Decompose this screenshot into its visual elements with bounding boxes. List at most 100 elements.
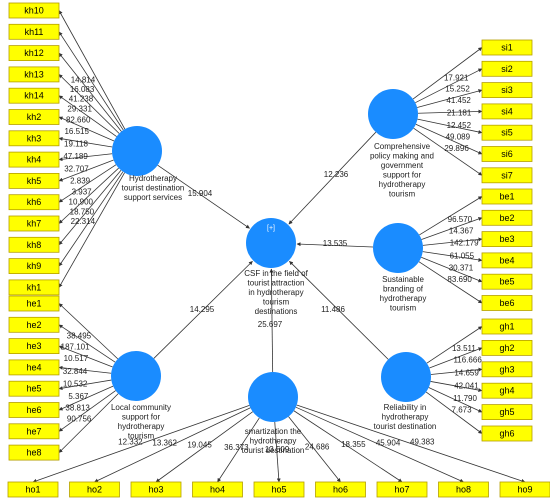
indicator-gh3[interactable]: gh3 bbox=[481, 361, 533, 378]
indicator-be3[interactable]: be3 bbox=[481, 231, 533, 248]
loading-arrow-ho7 bbox=[293, 410, 403, 483]
indicator-ho9[interactable]: ho9 bbox=[499, 481, 550, 498]
construct-label-line: government bbox=[381, 161, 424, 170]
indicator-ho6[interactable]: ho6 bbox=[315, 481, 366, 498]
construct-label-line: hydrotherapy bbox=[380, 294, 427, 303]
construct-hts[interactable] bbox=[112, 126, 162, 176]
indicator-si1[interactable]: si1 bbox=[481, 39, 533, 56]
construct-smart[interactable] bbox=[248, 372, 298, 422]
loading-arrow-kh11 bbox=[58, 31, 124, 131]
indicator-kh4[interactable]: kh4 bbox=[8, 151, 60, 168]
indicator-he3[interactable]: he3 bbox=[8, 338, 60, 355]
indicator-be2[interactable]: be2 bbox=[481, 209, 533, 226]
indicator-he8[interactable]: he8 bbox=[8, 444, 60, 461]
indicator-si6[interactable]: si6 bbox=[481, 146, 533, 162]
construct-lcs[interactable] bbox=[111, 351, 161, 401]
loading-arrow-kh12 bbox=[58, 52, 122, 132]
construct-label-line: tourist destination bbox=[122, 184, 185, 193]
loading-value-ho1: 12.332 bbox=[118, 438, 143, 447]
construct-circle bbox=[381, 352, 431, 402]
indicator-he7[interactable]: he7 bbox=[8, 423, 60, 440]
indicator-kh9[interactable]: kh9 bbox=[8, 258, 60, 275]
indicator-gh5[interactable]: gh5 bbox=[481, 404, 533, 421]
construct-label-line: hydrotherapy bbox=[250, 437, 297, 446]
indicator-gh4[interactable]: gh4 bbox=[481, 382, 533, 399]
indicator-kh11[interactable]: kh11 bbox=[8, 23, 60, 40]
indicator-ho3[interactable]: ho3 bbox=[130, 481, 182, 498]
indicator-kh12[interactable]: kh12 bbox=[8, 45, 60, 61]
loading-arrow-kh9 bbox=[58, 171, 124, 267]
indicator-kh5[interactable]: kh5 bbox=[8, 172, 60, 189]
indicator-kh10[interactable]: kh10 bbox=[8, 2, 60, 19]
indicator-box bbox=[481, 273, 533, 290]
indicator-gh1[interactable]: gh1 bbox=[481, 318, 533, 335]
loading-value-kh10: 14.814 bbox=[71, 75, 96, 84]
construct-circle bbox=[246, 218, 296, 268]
loading-arrow-si5 bbox=[417, 118, 483, 134]
construct-sb[interactable] bbox=[373, 223, 423, 273]
indicator-box bbox=[192, 481, 243, 498]
indicator-kh1[interactable]: kh1 bbox=[8, 279, 60, 296]
indicator-box bbox=[481, 39, 533, 56]
indicator-be1[interactable]: be1 bbox=[481, 188, 533, 205]
indicator-label: ho2 bbox=[87, 485, 102, 495]
loading-value-be6: 83.690 bbox=[447, 275, 472, 284]
indicator-be5[interactable]: be5 bbox=[481, 273, 533, 290]
indicator-ho7[interactable]: ho7 bbox=[376, 481, 428, 498]
loading-value-he4: 32.844 bbox=[63, 367, 88, 376]
indicator-si7[interactable]: si7 bbox=[481, 167, 533, 184]
indicator-kh8[interactable]: kh8 bbox=[8, 236, 60, 253]
construct-rel[interactable] bbox=[381, 352, 431, 402]
indicator-label: ho9 bbox=[517, 485, 532, 495]
indicator-be4[interactable]: be4 bbox=[481, 252, 533, 269]
indicator-ho1[interactable]: ho1 bbox=[7, 481, 59, 498]
indicator-kh14[interactable]: kh14 bbox=[8, 87, 60, 104]
construct-cpm[interactable] bbox=[368, 89, 418, 139]
loading-arrow-kh13 bbox=[58, 74, 120, 134]
loading-arrow-gh2 bbox=[429, 347, 483, 369]
indicator-box bbox=[8, 423, 60, 440]
indicator-si5[interactable]: si5 bbox=[481, 124, 533, 141]
construct-label-line: tourist destination bbox=[242, 446, 305, 455]
indicator-kh7[interactable]: kh7 bbox=[8, 215, 60, 232]
indicator-kh6[interactable]: kh6 bbox=[8, 194, 60, 211]
indicator-gh2[interactable]: gh2 bbox=[481, 339, 533, 356]
loading-value-si3: 41.452 bbox=[446, 96, 471, 105]
indicator-he4[interactable]: he4 bbox=[8, 359, 60, 376]
indicator-label: kh11 bbox=[25, 27, 44, 37]
path-coefficient-lcs: 14.295 bbox=[190, 305, 215, 314]
indicator-kh13[interactable]: kh13 bbox=[8, 66, 60, 83]
construct-csf[interactable]: [+] bbox=[246, 218, 296, 268]
indicator-si2[interactable]: si2 bbox=[481, 60, 533, 77]
indicator-ho5[interactable]: ho5 bbox=[253, 481, 305, 498]
indicator-he2[interactable]: he2 bbox=[8, 316, 60, 333]
indicator-box bbox=[8, 338, 60, 355]
loading-value-kh1: 22.314 bbox=[71, 217, 96, 226]
indicator-box bbox=[7, 481, 59, 498]
loading-value-kh7: 3.937 bbox=[72, 187, 93, 196]
indicator-he5[interactable]: he5 bbox=[8, 380, 60, 397]
expand-badge-icon[interactable]: [+] bbox=[267, 225, 275, 232]
indicator-si3[interactable]: si3 bbox=[481, 82, 533, 98]
indicator-he6[interactable]: he6 bbox=[8, 402, 60, 418]
indicator-ho8[interactable]: ho8 bbox=[438, 481, 489, 498]
indicator-ho2[interactable]: ho2 bbox=[69, 481, 120, 498]
indicator-label: he5 bbox=[26, 384, 41, 394]
indicator-gh6[interactable]: gh6 bbox=[481, 425, 533, 442]
construct-label-line: policy making and bbox=[370, 152, 434, 161]
indicator-ho4[interactable]: ho4 bbox=[192, 481, 243, 498]
indicator-kh3[interactable]: kh3 bbox=[8, 130, 60, 147]
indicator-box bbox=[8, 130, 60, 147]
indicator-si4[interactable]: si4 bbox=[481, 103, 533, 120]
indicator-label: kh2 bbox=[27, 112, 42, 122]
loading-arrow-kh4 bbox=[58, 153, 113, 162]
indicator-label: kh9 bbox=[27, 261, 42, 271]
indicator-kh2[interactable]: kh2 bbox=[8, 109, 60, 125]
indicator-he1[interactable]: he1 bbox=[8, 295, 60, 312]
loading-value-gh3: 14.659 bbox=[454, 368, 479, 377]
indicator-be6[interactable]: be6 bbox=[481, 295, 533, 311]
loading-value-kh5: 32.707 bbox=[64, 165, 89, 174]
loading-arrow-ho4 bbox=[217, 417, 260, 483]
loading-arrow-ho5 bbox=[274, 421, 281, 483]
construct-label-line: support services bbox=[124, 193, 182, 202]
